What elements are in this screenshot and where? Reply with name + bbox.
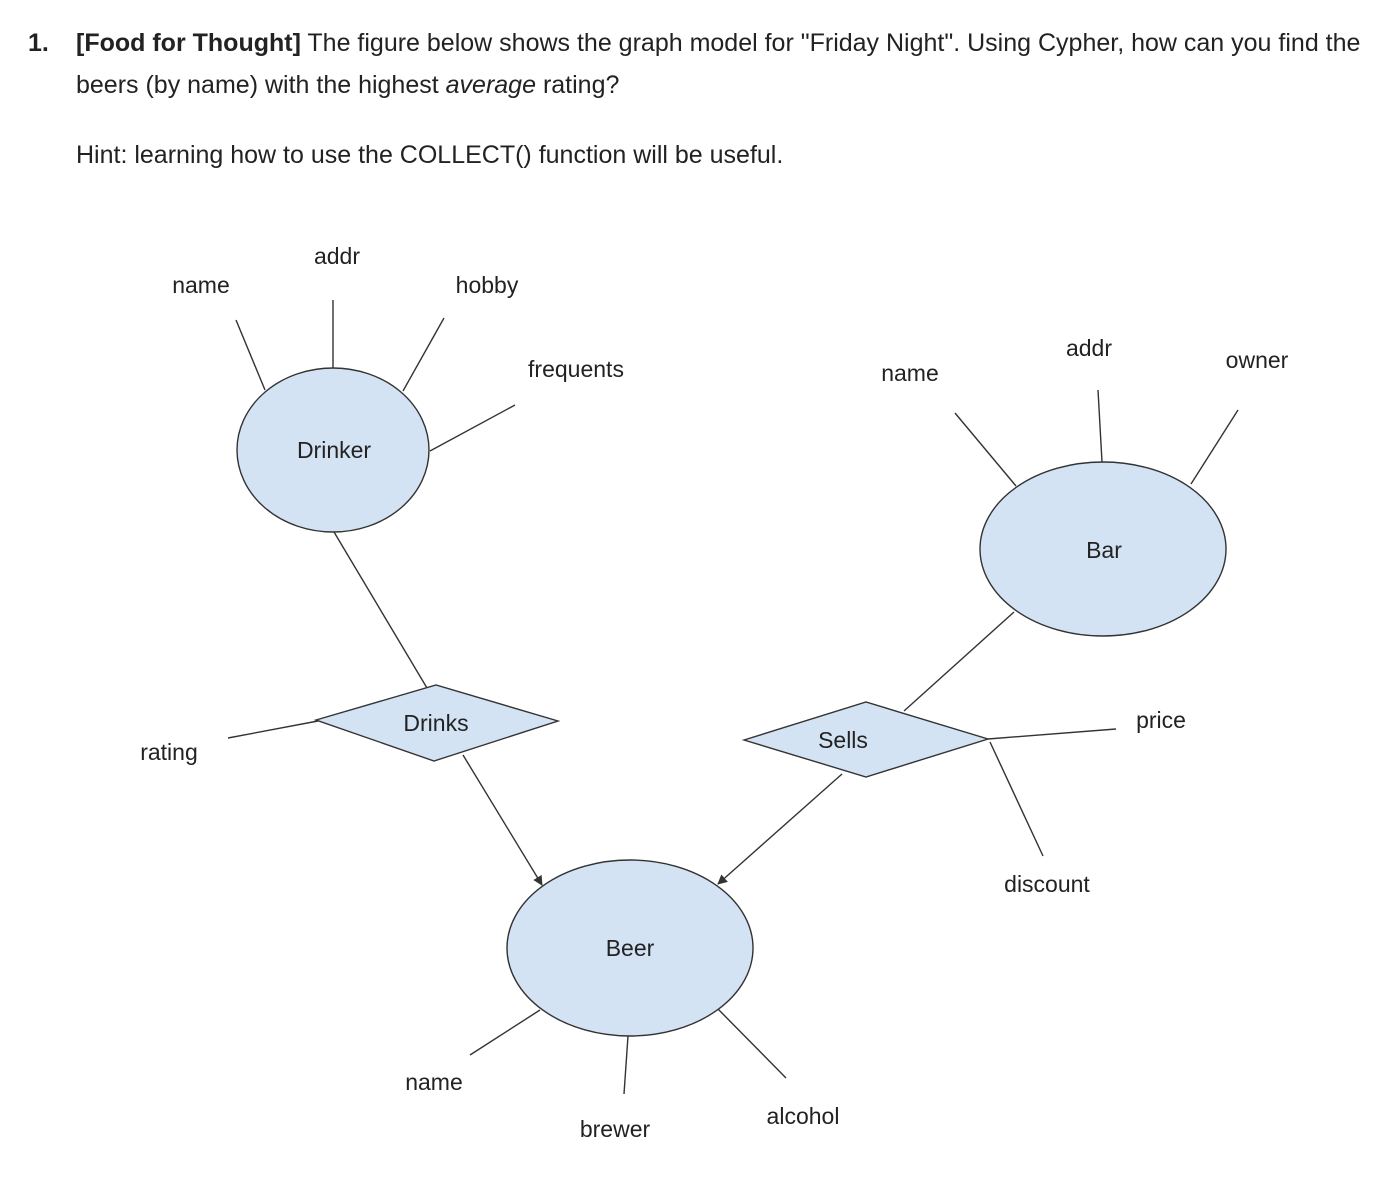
edge-beer-brewer: [623, 1035, 629, 1095]
label-drinker: Drinker: [297, 437, 371, 463]
label-drinks: Drinks: [403, 710, 468, 736]
relationship-drinks: [313, 684, 561, 762]
edge-beer-alcohol: [716, 1007, 787, 1079]
node-bar: [979, 461, 1227, 637]
edge-sells-discount: [989, 741, 1044, 857]
attr-drinker-name: name: [172, 272, 230, 298]
edge-beer-name: [469, 1009, 541, 1056]
label-beer: Beer: [606, 935, 655, 961]
question-bold-label: [Food for Thought]: [76, 29, 301, 57]
edge-drinker-frequents: [429, 404, 516, 452]
label-bar: Bar: [1086, 537, 1122, 563]
attr-drinks-rating: rating: [140, 739, 198, 765]
node-drinker: [236, 367, 430, 533]
attr-drinker-hobby: hobby: [456, 272, 519, 298]
attr-beer-brewer: brewer: [580, 1116, 651, 1142]
edge-drinks-rating: [227, 720, 319, 739]
edge-bar-owner: [1190, 409, 1239, 485]
attr-drinker-addr: addr: [314, 243, 360, 269]
edge-drinks-beer: [462, 754, 543, 886]
attr-drinker-frequents: frequents: [528, 356, 624, 382]
question-text: [Food for Thought] The figure below show…: [76, 22, 1376, 106]
attr-bar-name: name: [881, 360, 939, 386]
edge-bar-addr: [1097, 389, 1103, 463]
edge-sells-price: [987, 728, 1117, 740]
question-number: 1.: [28, 29, 49, 57]
question-text-part2: rating?: [536, 71, 620, 99]
attr-bar-owner: owner: [1226, 347, 1289, 373]
edge-drinker-drinks: [333, 531, 428, 689]
edge-bar-name: [954, 412, 1017, 487]
attr-beer-alcohol: alcohol: [767, 1103, 840, 1129]
edge-drinker-hobby: [402, 317, 445, 392]
relationship-sells: [741, 701, 991, 778]
edge-drinker-name: [235, 319, 266, 391]
label-sells: Sells: [818, 727, 868, 753]
attr-sells-price: price: [1136, 707, 1186, 733]
edge-bar-sells: [903, 611, 1015, 712]
node-beer: [506, 859, 754, 1037]
edge-sells-beer: [717, 773, 843, 885]
attr-beer-name: name: [405, 1069, 463, 1095]
attr-bar-addr: addr: [1066, 335, 1112, 361]
question-text-part1: The figure below shows the graph model f…: [76, 29, 1361, 99]
question-emphasis: average: [445, 71, 536, 99]
hint-text: Hint: learning how to use the COLLECT() …: [76, 141, 784, 169]
attr-sells-discount: discount: [1004, 871, 1090, 897]
